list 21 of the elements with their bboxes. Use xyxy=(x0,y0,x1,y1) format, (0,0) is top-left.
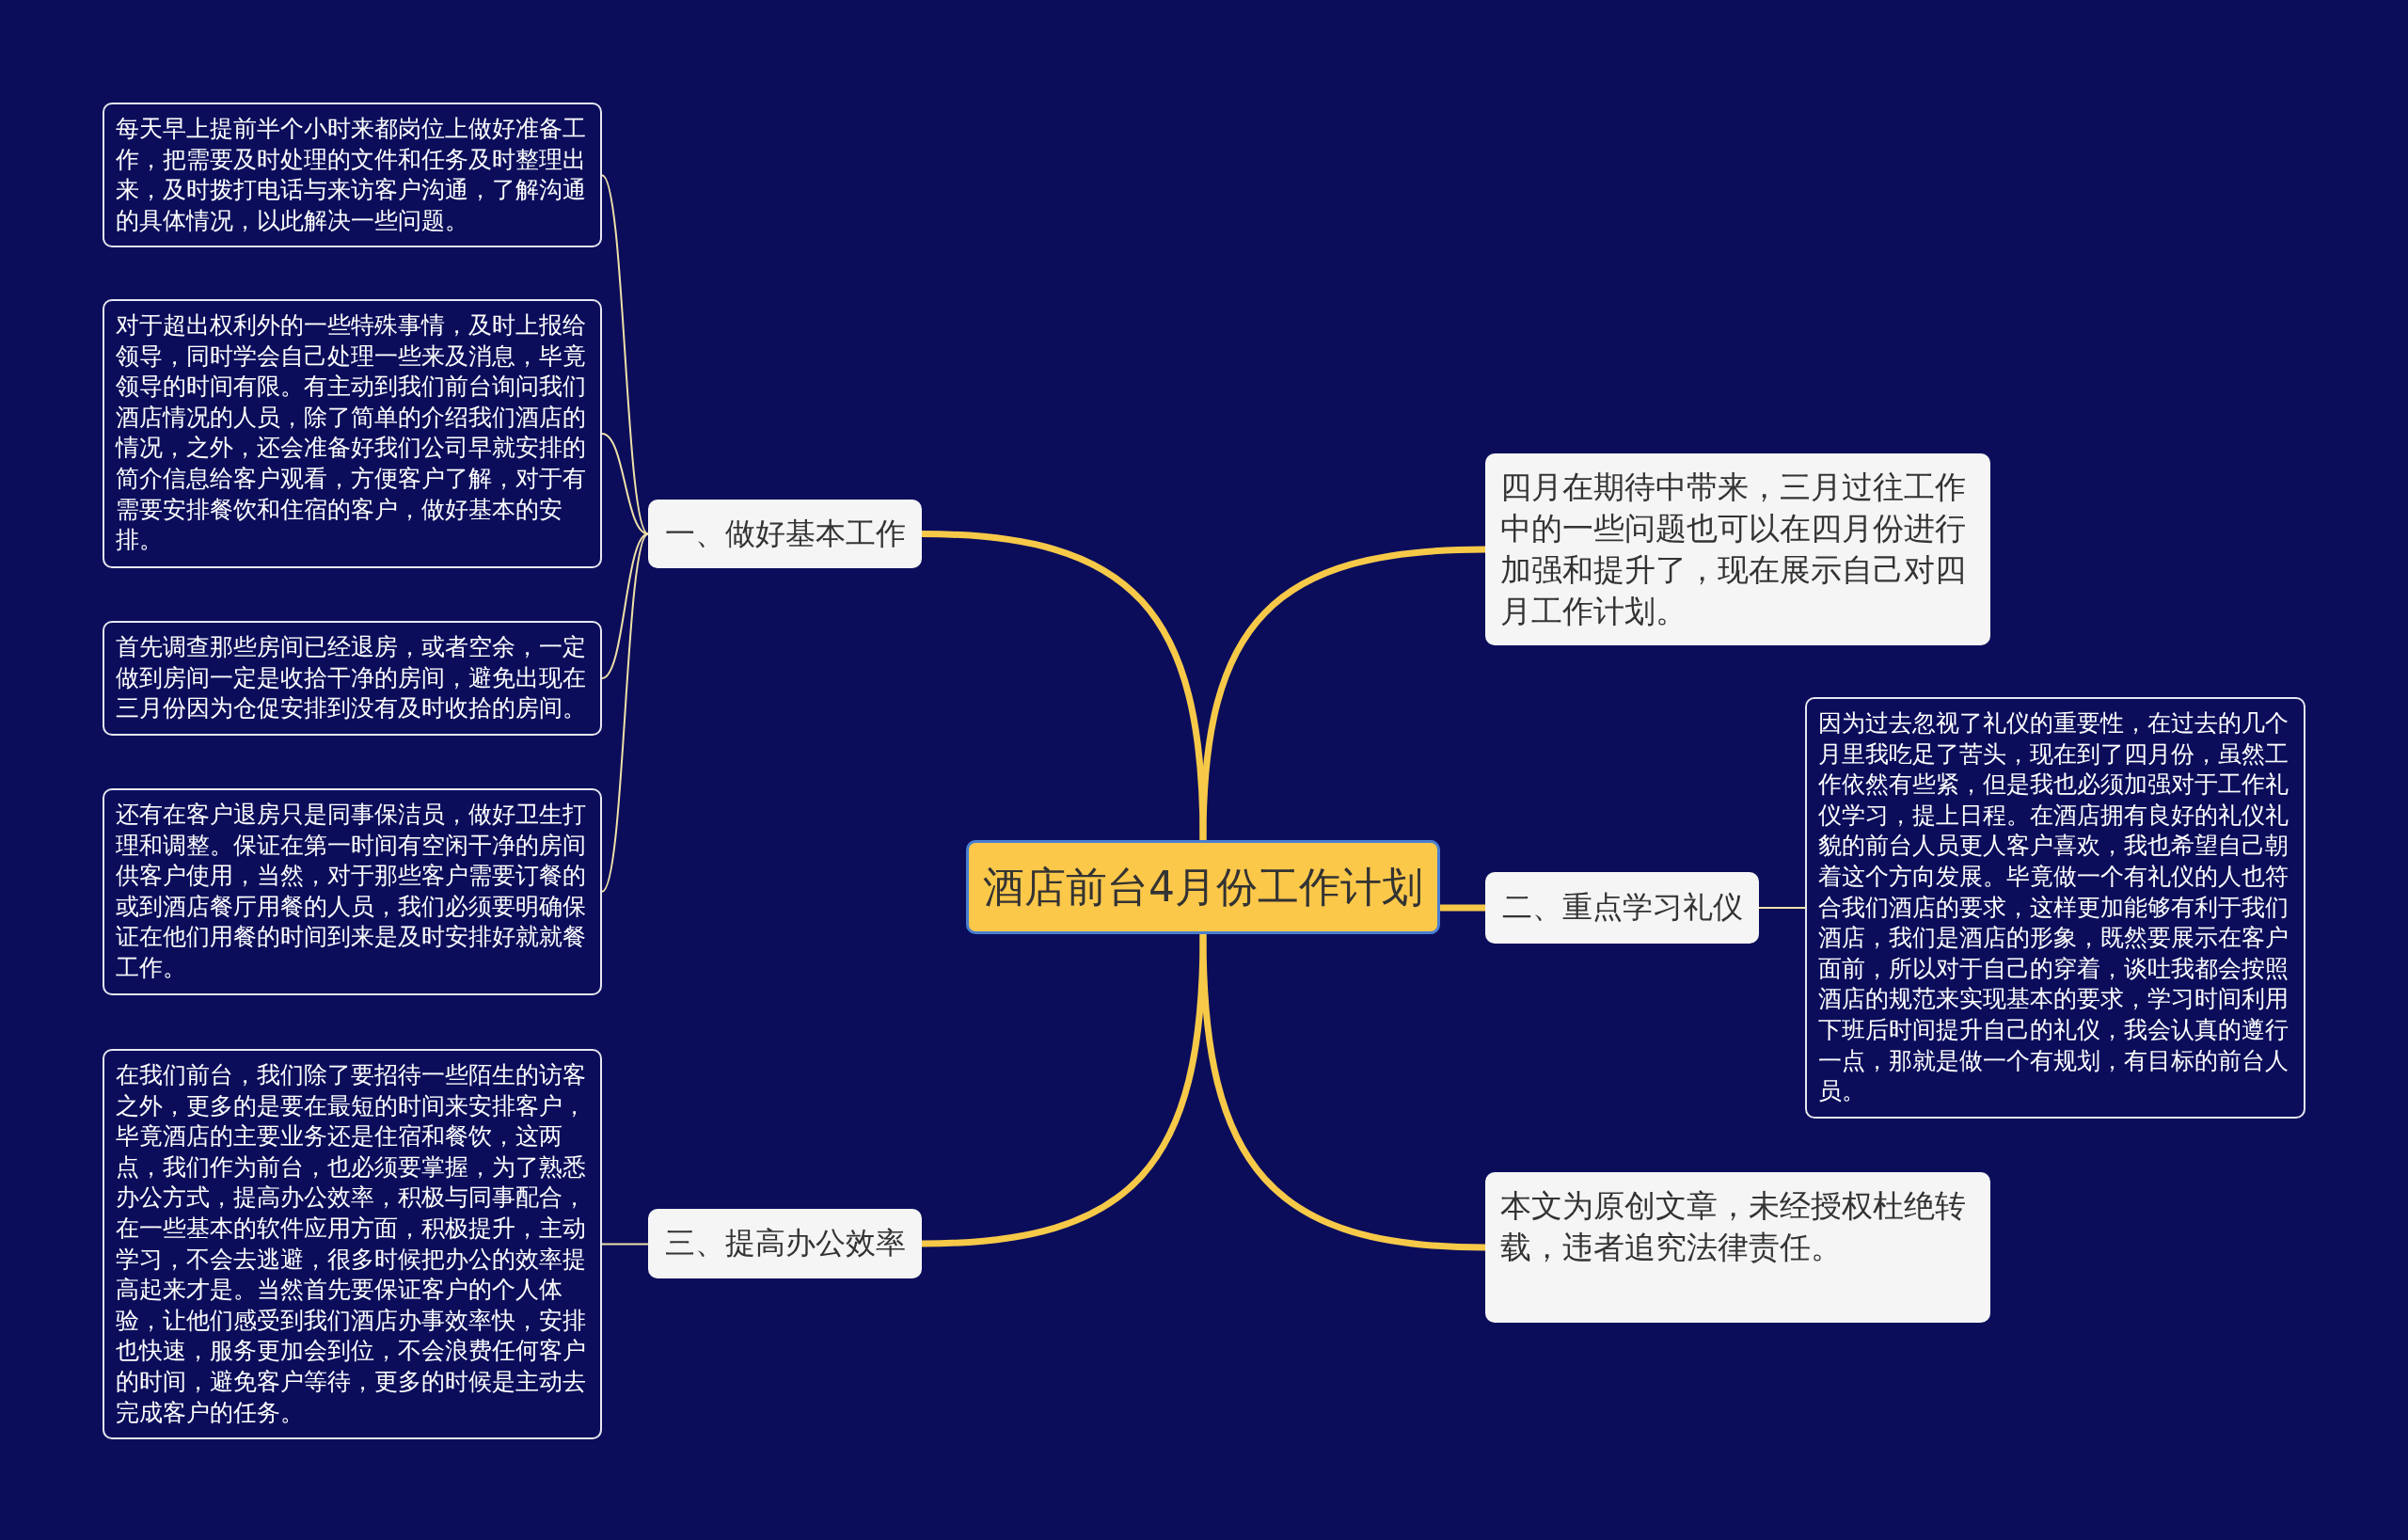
topic-box: 二、重点学习礼仪 xyxy=(1485,872,1759,944)
topic-box: 三、提高办公效率 xyxy=(648,1209,922,1278)
topic-box: 一、做好基本工作 xyxy=(648,500,922,568)
connector-line xyxy=(1440,904,1485,912)
connector-line xyxy=(1199,546,1486,841)
text-card: 在我们前台，我们除了要招待一些陌生的访客之外，更多的是要在最短的时间来安排客户，毕竟酒店的主要业务还是住宿和餐饮，这两点，我们作为前台，也必须要掌握，为了熟悉办公方式，提高办公效率，积极与同事配合，在一些基本的软件应用方面，积极提升，主动学习，不会去逃避，很多时候把办公的效率提高起来才是。当然首先要保证客户的个人体验，让他们感受到我们酒店办事效率快，安排也快速，服务更加会到位，不会浪费任何客户的时间，避免客户等待，更多的时候是主动去完成客户的任务。 xyxy=(103,1049,602,1440)
connector-line xyxy=(601,1243,649,1246)
text-card: 每天早上提前半个小时来都岗位上做好准备工作，把需要及时处理的文件和任务及时整理出来，及时拨打电话与来访客户沟通，了解沟通的具体情况，以此解决一些问题。 xyxy=(103,103,602,248)
connector-line xyxy=(601,174,649,535)
text-card: 对于超出权利外的一些特殊事情，及时上报给领导，同时学会自己处理一些来及消息，毕竟领导的时间有限。有主动到我们前台询问我们酒店情况的人员，除了简单的介绍我们酒店的情况，之外，还会准备好我们公司早就安排的简介信息给客户观看，方便客户了解，对于有需要安排餐饮和住宿的客户，做好基本的安排。 xyxy=(103,299,602,568)
connector-line xyxy=(601,532,649,679)
text-card: 还有在客户退房只是同事保洁员，做好卫生打理和调整。保证在第一时间有空闲干净的房间供客户使用，当然，对于那些客户需要订餐的或到酒店餐厅用餐的人员，我们必须要明确保证在他们用餐的时间到来是及时安排好就就餐工作。 xyxy=(103,788,602,995)
note-card: 本文为原创文章，未经授权杜绝转载，违者追究法律责任。 xyxy=(1485,1172,1990,1323)
text-card: 首先调查那些房间已经退房，或者空余，一定做到房间一定是收拾干净的房间，避免出现在三月份因为仓促安排到没有及时收拾的房间。 xyxy=(103,621,602,736)
connector-line xyxy=(1199,933,1486,1251)
note-card: 四月在期待中带来，三月过往工作中的一些问题也可以在四月份进行加强和提升了，现在展示自己对四月工作计划。 xyxy=(1485,453,1990,645)
text-card: 因为过去忽视了礼仪的重要性，在过去的几个月里我吃足了苦头，现在到了四月份，虽然工作依然有些紧，但是我也必须加强对于工作礼仪学习，提上日程。在酒店拥有良好的礼仪礼貌的前台人员更人客户喜欢，我也希望自己朝着这个方向发展。毕竟做一个有礼仪的人也符合我们酒店的要求，这样更加能够有利于我们酒店，我们是酒店的形象，既然要展示在客户面前，所以对于自己的穿着，谈吐我都会按照酒店的规范来实现基本的要求，学习时间利用下班后时间提升自己的礼仪，我会认真的遵行一点，那就是做一个有规划，有目标的前台人员。 xyxy=(1805,697,2305,1119)
connector-line xyxy=(1758,907,1806,909)
central-topic-box: 酒店前台4月份工作计划 xyxy=(966,840,1440,934)
connector-line xyxy=(601,532,649,893)
connector-line xyxy=(601,433,649,535)
